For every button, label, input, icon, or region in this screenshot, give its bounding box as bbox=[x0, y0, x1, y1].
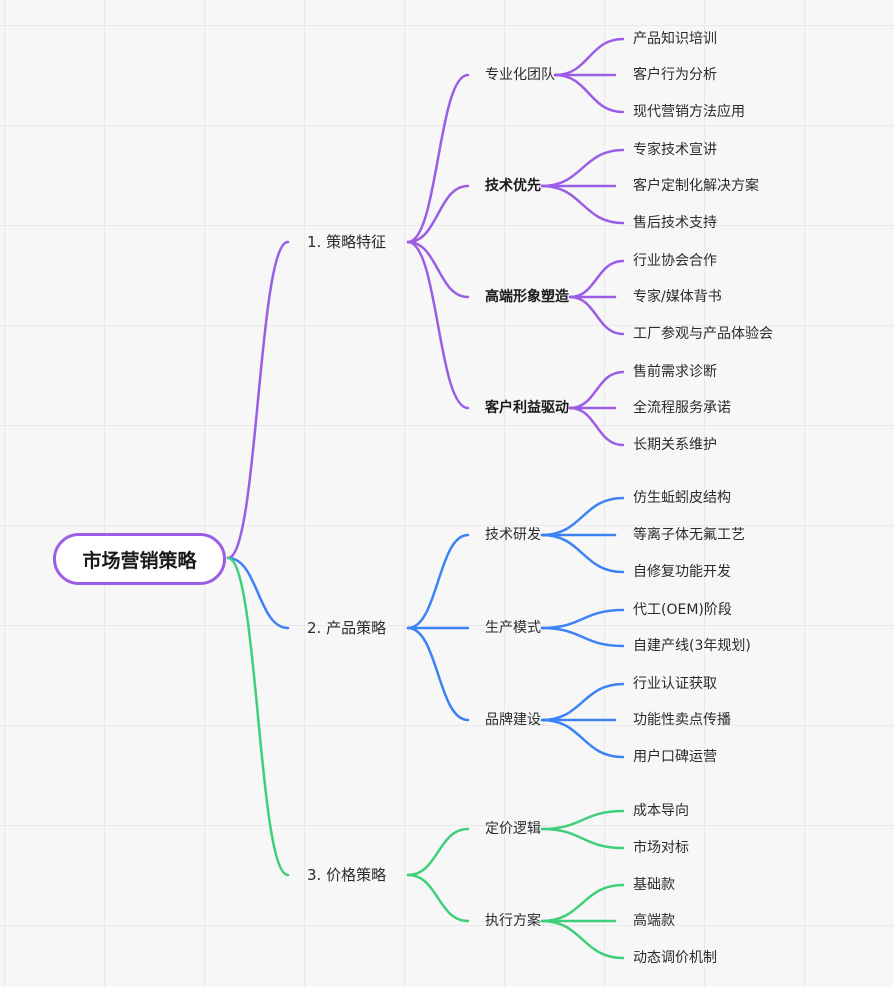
connector-topic-to-item bbox=[568, 259, 625, 299]
root-node[interactable]: 市场营销策略 bbox=[53, 533, 226, 585]
connector-topic-to-item bbox=[540, 496, 625, 537]
branch-node[interactable]: 1. 策略特征 bbox=[307, 233, 387, 251]
branch-node[interactable]: 2. 产品策略 bbox=[307, 619, 387, 637]
leaf-node[interactable]: 高端款 bbox=[633, 913, 675, 929]
connector-topic-to-item bbox=[568, 406, 625, 447]
leaf-node[interactable]: 客户定制化解决方案 bbox=[633, 178, 759, 194]
leaf-node[interactable]: 基础款 bbox=[633, 877, 675, 893]
topic-node[interactable]: 定价逻辑 bbox=[485, 821, 541, 837]
connector-branch-to-topic bbox=[406, 240, 470, 299]
leaf-node[interactable]: 行业协会合作 bbox=[633, 253, 717, 269]
leaf-node[interactable]: 自建产线(3年规划) bbox=[633, 638, 751, 654]
topic-node[interactable]: 品牌建设 bbox=[485, 712, 541, 728]
root-label: 市场营销策略 bbox=[82, 549, 197, 572]
leaf-node[interactable]: 市场对标 bbox=[633, 840, 689, 856]
connector-topic-to-item bbox=[540, 626, 625, 648]
leaf-node[interactable]: 全流程服务承诺 bbox=[633, 400, 731, 416]
topic-node[interactable]: 技术研发 bbox=[485, 527, 541, 543]
connector-branch-to-topic bbox=[406, 533, 470, 630]
topic-node[interactable]: 生产模式 bbox=[485, 620, 541, 636]
leaf-node[interactable]: 仿生蚯蚓皮结构 bbox=[633, 490, 731, 506]
connector-topic-to-item bbox=[540, 682, 625, 722]
leaf-node[interactable]: 行业认证获取 bbox=[633, 676, 717, 692]
leaf-node[interactable]: 代工(OEM)阶段 bbox=[633, 602, 732, 618]
leaf-node[interactable]: 售后技术支持 bbox=[633, 215, 717, 231]
connector-topic-to-item bbox=[540, 718, 625, 759]
leaf-node[interactable]: 用户口碑运营 bbox=[633, 749, 717, 765]
connector-branch-to-topic bbox=[406, 873, 470, 923]
leaf-node[interactable]: 动态调价机制 bbox=[633, 950, 717, 966]
branch-node[interactable]: 3. 价格策略 bbox=[307, 866, 387, 884]
leaf-node[interactable]: 专家技术宣讲 bbox=[633, 142, 717, 158]
leaf-node[interactable]: 售前需求诊断 bbox=[633, 364, 717, 380]
connector-topic-to-item bbox=[540, 809, 625, 831]
connector-branch-to-topic bbox=[406, 827, 470, 877]
leaf-node[interactable]: 现代营销方法应用 bbox=[633, 104, 745, 120]
connector-topic-to-item bbox=[553, 37, 625, 77]
leaf-node[interactable]: 成本导向 bbox=[633, 803, 689, 819]
connector-branch-to-topic bbox=[406, 73, 470, 244]
connector-topic-to-item bbox=[540, 827, 625, 850]
leaf-node[interactable]: 工厂参观与产品体验会 bbox=[633, 326, 773, 342]
leaf-node[interactable]: 客户行为分析 bbox=[633, 67, 717, 83]
topic-node[interactable]: 技术优先 bbox=[485, 178, 541, 194]
connector-topic-to-item bbox=[540, 919, 625, 960]
connector-topic-to-item bbox=[553, 73, 625, 114]
connector-topic-to-item bbox=[568, 295, 625, 336]
connector-topic-to-item bbox=[540, 883, 625, 923]
leaf-node[interactable]: 自修复功能开发 bbox=[633, 564, 731, 580]
connector-topic-to-item bbox=[540, 608, 625, 630]
topic-node[interactable]: 专业化团队 bbox=[485, 67, 555, 83]
connector-root-to-branch bbox=[226, 556, 290, 630]
connector-topic-to-item bbox=[540, 184, 625, 225]
leaf-node[interactable]: 产品知识培训 bbox=[633, 31, 717, 47]
connector-topic-to-item bbox=[568, 370, 625, 410]
topic-node[interactable]: 高端形象塑造 bbox=[485, 289, 569, 305]
leaf-node[interactable]: 专家/媒体背书 bbox=[633, 289, 722, 305]
topic-node[interactable]: 执行方案 bbox=[485, 913, 541, 929]
leaf-node[interactable]: 等离子体无氟工艺 bbox=[633, 527, 745, 543]
connector-branch-to-topic bbox=[406, 240, 470, 410]
connector-root-to-branch bbox=[226, 240, 290, 560]
connector-branch-to-topic bbox=[406, 626, 470, 722]
connector-branch-to-topic bbox=[406, 184, 470, 244]
connector-topic-to-item bbox=[540, 148, 625, 188]
connector-root-to-branch bbox=[226, 556, 290, 877]
leaf-node[interactable]: 功能性卖点传播 bbox=[633, 712, 731, 728]
connector-topic-to-item bbox=[540, 533, 625, 574]
leaf-node[interactable]: 长期关系维护 bbox=[633, 437, 717, 453]
topic-node[interactable]: 客户利益驱动 bbox=[485, 400, 569, 416]
